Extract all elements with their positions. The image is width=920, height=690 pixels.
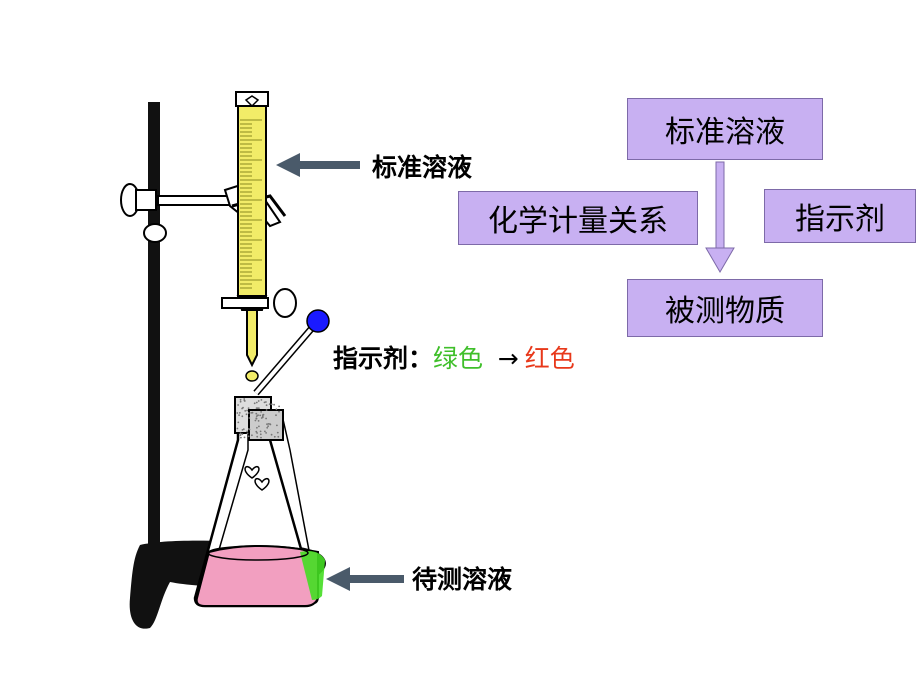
burette [221,91,297,382]
box-indicator: 指示剂 [764,189,916,243]
box-analyte: 被测物质 [627,279,823,337]
stand-rod [148,102,160,572]
conical-flask [193,396,325,608]
box-standard-solution: 标准溶液 [627,98,823,160]
indicator-prefix: 指示剂： [333,344,434,373]
color-end: 红色 [524,344,575,373]
indicator-line: 指示剂：绿色 →红色 [333,346,575,371]
down-arrow-icon [705,161,735,273]
box-stoichiometry: 化学计量关系 [458,191,698,245]
left-arrow-icon [276,153,360,177]
color-arrow: → [497,344,519,373]
standard-solution-label: 标准溶液 [372,153,473,182]
left-arrow-icon [326,567,404,591]
color-start: 绿色 [433,344,484,373]
analyte-solution-label: 待测溶液 [412,565,513,594]
dropper [253,309,330,396]
